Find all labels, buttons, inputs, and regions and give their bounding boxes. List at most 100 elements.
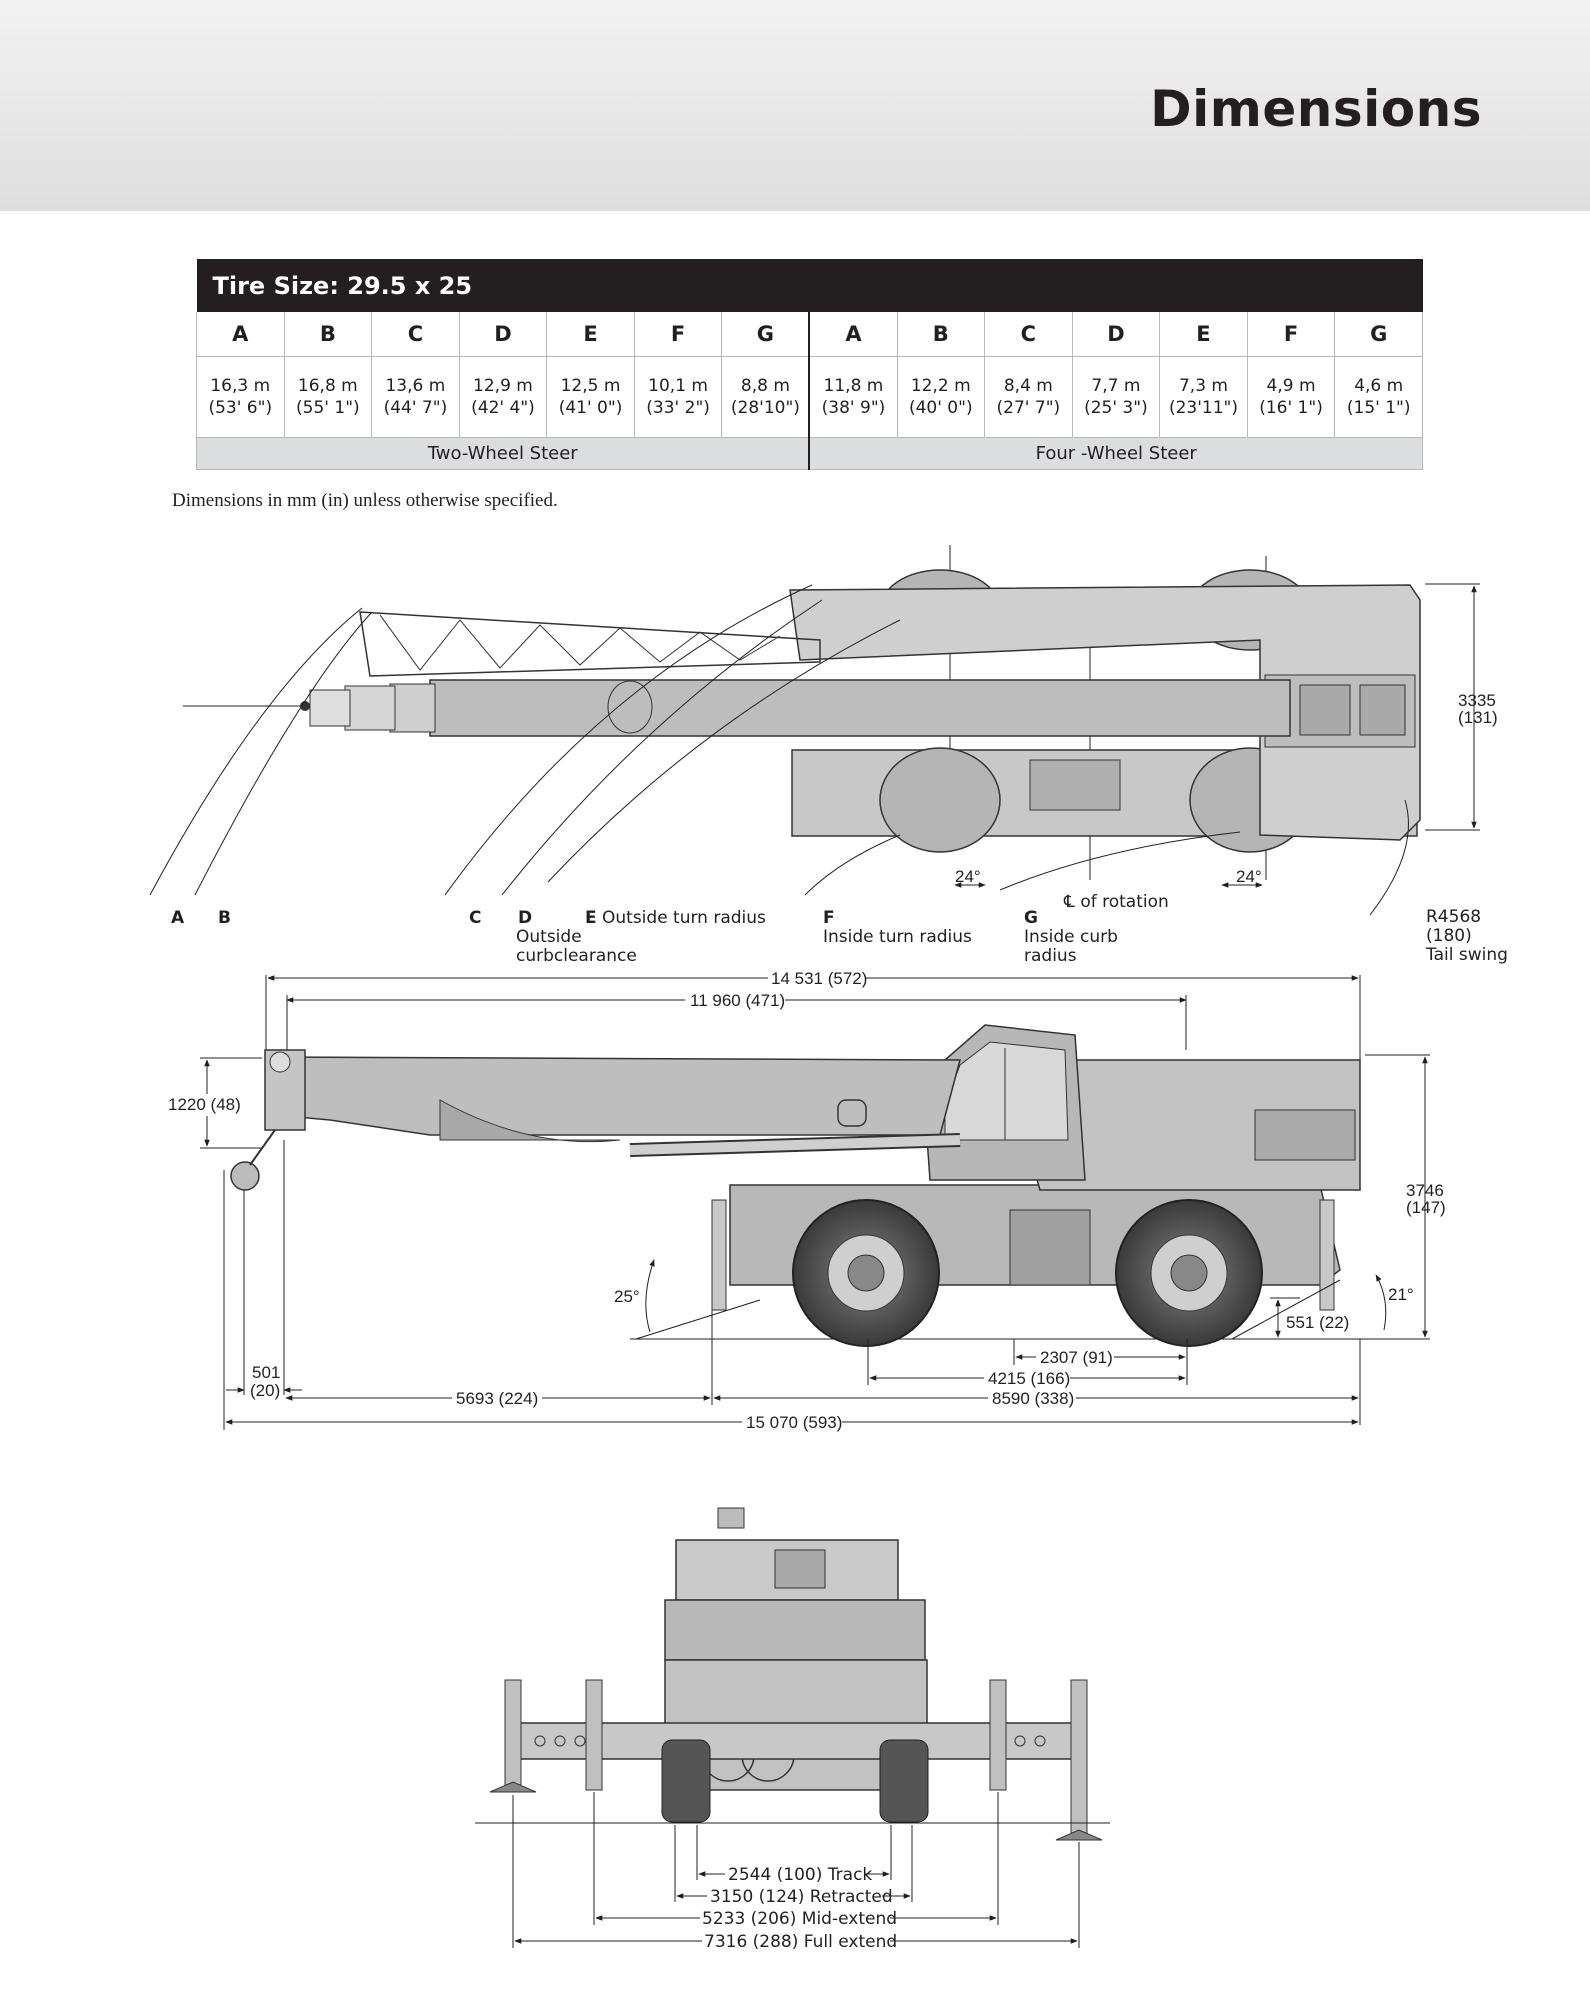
value-metric: 10,1 m [648, 376, 708, 396]
value-imperial: (40' 0") [908, 398, 973, 418]
value-metric: 13,6 m [385, 376, 446, 396]
four-wheel-cell-f: 4,9 m(16' 1") [1246, 356, 1336, 438]
overall-length: 14 531 (572) [771, 969, 867, 988]
value-metric: 7,7 m [1091, 376, 1141, 396]
angle-front: 24° [955, 867, 981, 886]
col-header-a: A [196, 312, 285, 357]
wheelbase: 4215 (166) [988, 1369, 1070, 1388]
value-metric: 16,3 m [210, 376, 271, 396]
col-header-f: F [633, 312, 723, 357]
top-view: 3335 (131) A B C D E F G Outside turn ra… [149, 545, 1508, 966]
total-length: 15 070 (593) [746, 1413, 842, 1432]
value-imperial: (41' 0") [558, 398, 623, 418]
two-wheel-cell-f: 10,1 m(33' 2") [633, 356, 723, 438]
four-wheel-cell-g: 4,6 m(15' 1") [1334, 356, 1424, 438]
value-metric: 8,4 m [1003, 376, 1053, 396]
value-metric: 7,3 m [1178, 376, 1228, 396]
inside-curb-1: Inside curb [1024, 927, 1118, 947]
dimensions-note: Dimensions in mm (in) unless otherwise s… [172, 490, 558, 511]
four-wheel-cell-b: 12,2 m(40' 0") [896, 356, 986, 438]
full-extend-dim: 7316 (288) Full extend [704, 1932, 897, 1952]
label-c: C [469, 908, 481, 928]
four-wheel-cell-e: 7,3 m(23'11") [1159, 356, 1248, 438]
outside-curb-1: Outside [516, 927, 582, 947]
front-view: 2544 (100) Track 3150 (124) Retracted 52… [475, 1507, 1110, 1952]
two-wheel-cell-a: 16,3 m(53' 6") [196, 356, 285, 438]
col-header-g: G [1334, 312, 1424, 357]
value-imperial: (42' 4") [471, 398, 535, 418]
height-mm: 3746 [1406, 1181, 1444, 1200]
value-imperial: (33' 2") [646, 398, 710, 418]
width-in: (131) [1458, 708, 1498, 727]
value-metric: 12,2 m [910, 376, 971, 396]
value-imperial: (23'11") [1168, 398, 1238, 418]
four-wheel-cell-c: 8,4 m(27' 7") [984, 356, 1073, 438]
col-header-b: B [283, 312, 373, 357]
col-header-a: A [808, 312, 898, 357]
width-mm: 3335 [1458, 691, 1496, 710]
value-imperial: (53' 6") [208, 398, 273, 418]
four-wheel-cell-a: 11,8 m(38' 9") [808, 356, 898, 438]
value-metric: 12,9 m [473, 376, 533, 396]
label-g: G [1024, 908, 1038, 928]
value-imperial: (38' 9") [821, 398, 886, 418]
col-header-c: C [371, 312, 460, 357]
col-header-d: D [1071, 312, 1161, 357]
boom-length: 11 960 (471) [690, 991, 785, 1010]
col-header-d: D [458, 312, 548, 357]
outside-curb-2: curbclearance [516, 946, 637, 966]
col-header-c: C [984, 312, 1073, 357]
value-metric: 8,8 m [740, 376, 790, 396]
inside-curb-2: radius [1024, 946, 1077, 966]
table-title: Tire Size: 29.5 x 25 [196, 259, 1423, 312]
approach-angle: 25° [614, 1287, 640, 1306]
inside-turn-radius: Inside turn radius [823, 927, 972, 947]
value-imperial: (27' 7") [996, 398, 1061, 418]
two-wheel-cell-c: 13,6 m(44' 7") [371, 356, 460, 438]
mid-extend-dim: 5233 (206) Mid-extend [702, 1909, 897, 1929]
angle-rear: 24° [1236, 867, 1262, 886]
side-view: 14 531 (572) 11 960 (471) [165, 968, 1446, 1432]
label-e: E [585, 908, 597, 928]
front-overhang: 5693 (224) [456, 1389, 538, 1408]
outside-turn-radius: Outside turn radius [602, 908, 766, 928]
hook-offset-2: (20) [250, 1381, 280, 1400]
value-metric: 12,5 m [560, 376, 621, 396]
value-metric: 11,8 m [823, 376, 884, 396]
departure-angle: 21° [1388, 1285, 1414, 1304]
label-d: D [518, 908, 532, 928]
two-wheel-cell-g: 8,8 m(28'10") [721, 356, 810, 438]
value-imperial: (25' 3") [1084, 398, 1148, 418]
four-wheel-steer-label: Four -Wheel Steer [808, 437, 1424, 470]
height-in: (147) [1406, 1198, 1446, 1217]
col-header-e: E [546, 312, 635, 357]
col-header-g: G [721, 312, 810, 357]
header-band [0, 0, 1590, 211]
head-height: 1220 (48) [168, 1095, 241, 1114]
value-imperial: (16' 1") [1259, 398, 1323, 418]
two-wheel-cell-e: 12,5 m(41' 0") [546, 356, 635, 438]
col-header-b: B [896, 312, 986, 357]
value-imperial: (28'10") [730, 398, 800, 418]
tail-swing-2: (180) [1426, 926, 1472, 946]
value-metric: 4,6 m [1354, 376, 1404, 396]
value-imperial: (55' 1") [296, 398, 360, 418]
tail-swing-1: R4568 [1426, 907, 1481, 927]
page-title: Dimensions [1150, 80, 1482, 138]
ground-clearance: 551 (22) [1286, 1313, 1349, 1332]
outrigger-span: 8590 (338) [992, 1389, 1074, 1408]
four-wheel-cell-d: 7,7 m(25' 3") [1071, 356, 1161, 438]
center-of-rotation: ℄ of rotation [1063, 892, 1169, 912]
axle-to-center: 2307 (91) [1040, 1348, 1113, 1367]
hook-offset-1: 501 [252, 1363, 280, 1382]
label-a: A [171, 908, 185, 928]
label-b: B [218, 908, 231, 928]
two-wheel-steer-label: Two-Wheel Steer [196, 437, 810, 470]
retracted-dim: 3150 (124) Retracted [710, 1887, 893, 1907]
value-imperial: (15' 1") [1346, 398, 1411, 418]
value-imperial: (44' 7") [383, 398, 448, 418]
label-f: F [823, 908, 835, 928]
